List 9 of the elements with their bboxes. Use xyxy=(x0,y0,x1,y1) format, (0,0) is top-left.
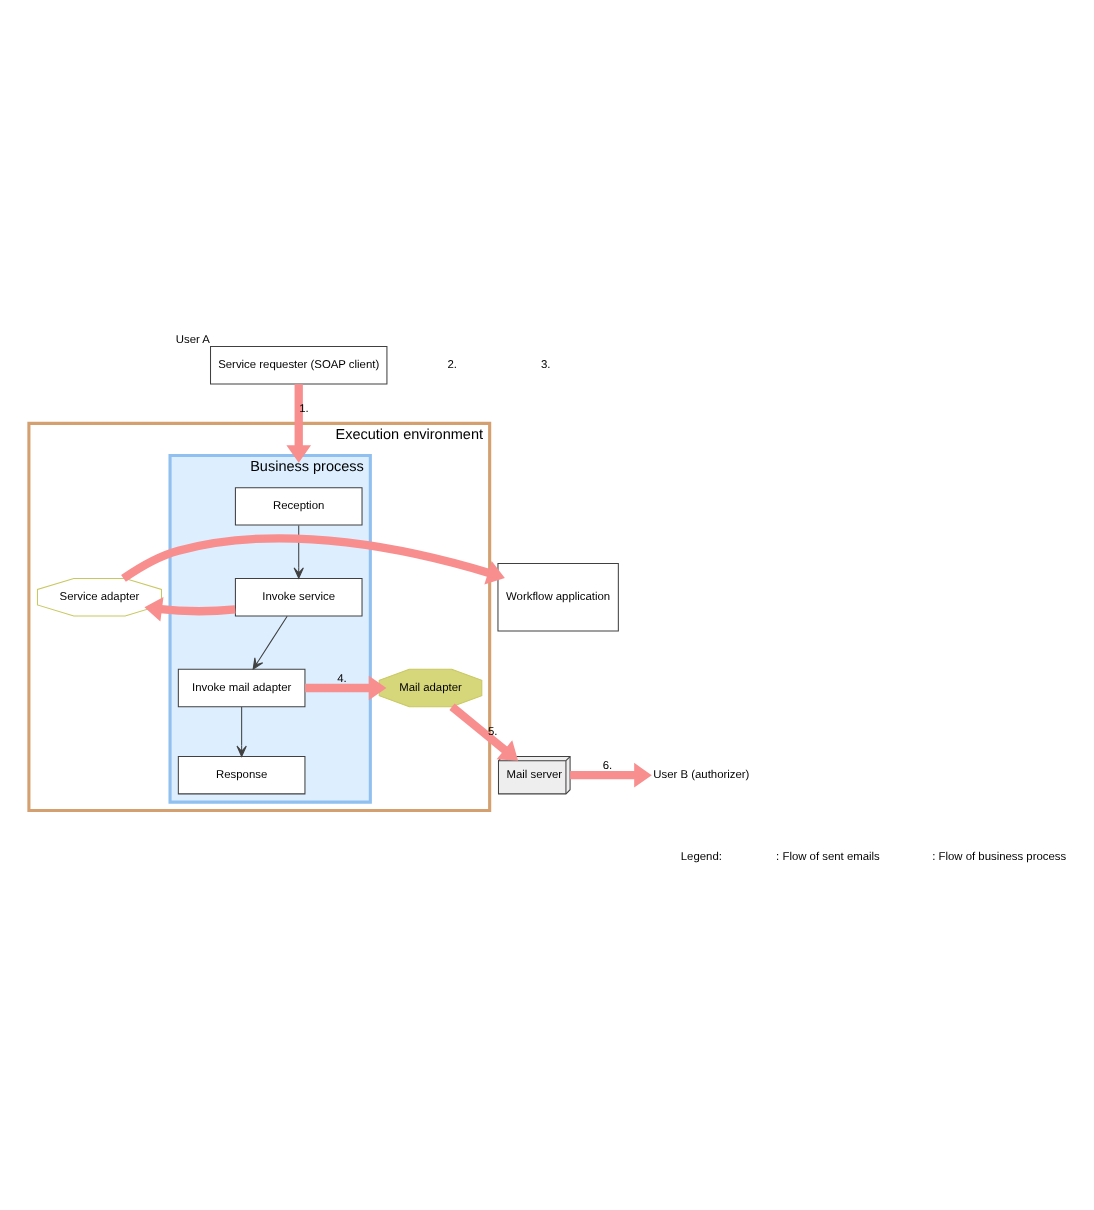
arrow xyxy=(286,384,312,463)
arrow xyxy=(449,703,519,761)
arrow xyxy=(121,534,505,585)
arrow xyxy=(252,615,288,670)
arrow xyxy=(293,524,304,579)
arrow xyxy=(144,597,236,622)
arrow xyxy=(236,706,247,757)
arrow xyxy=(570,762,652,788)
arrow xyxy=(305,675,387,701)
